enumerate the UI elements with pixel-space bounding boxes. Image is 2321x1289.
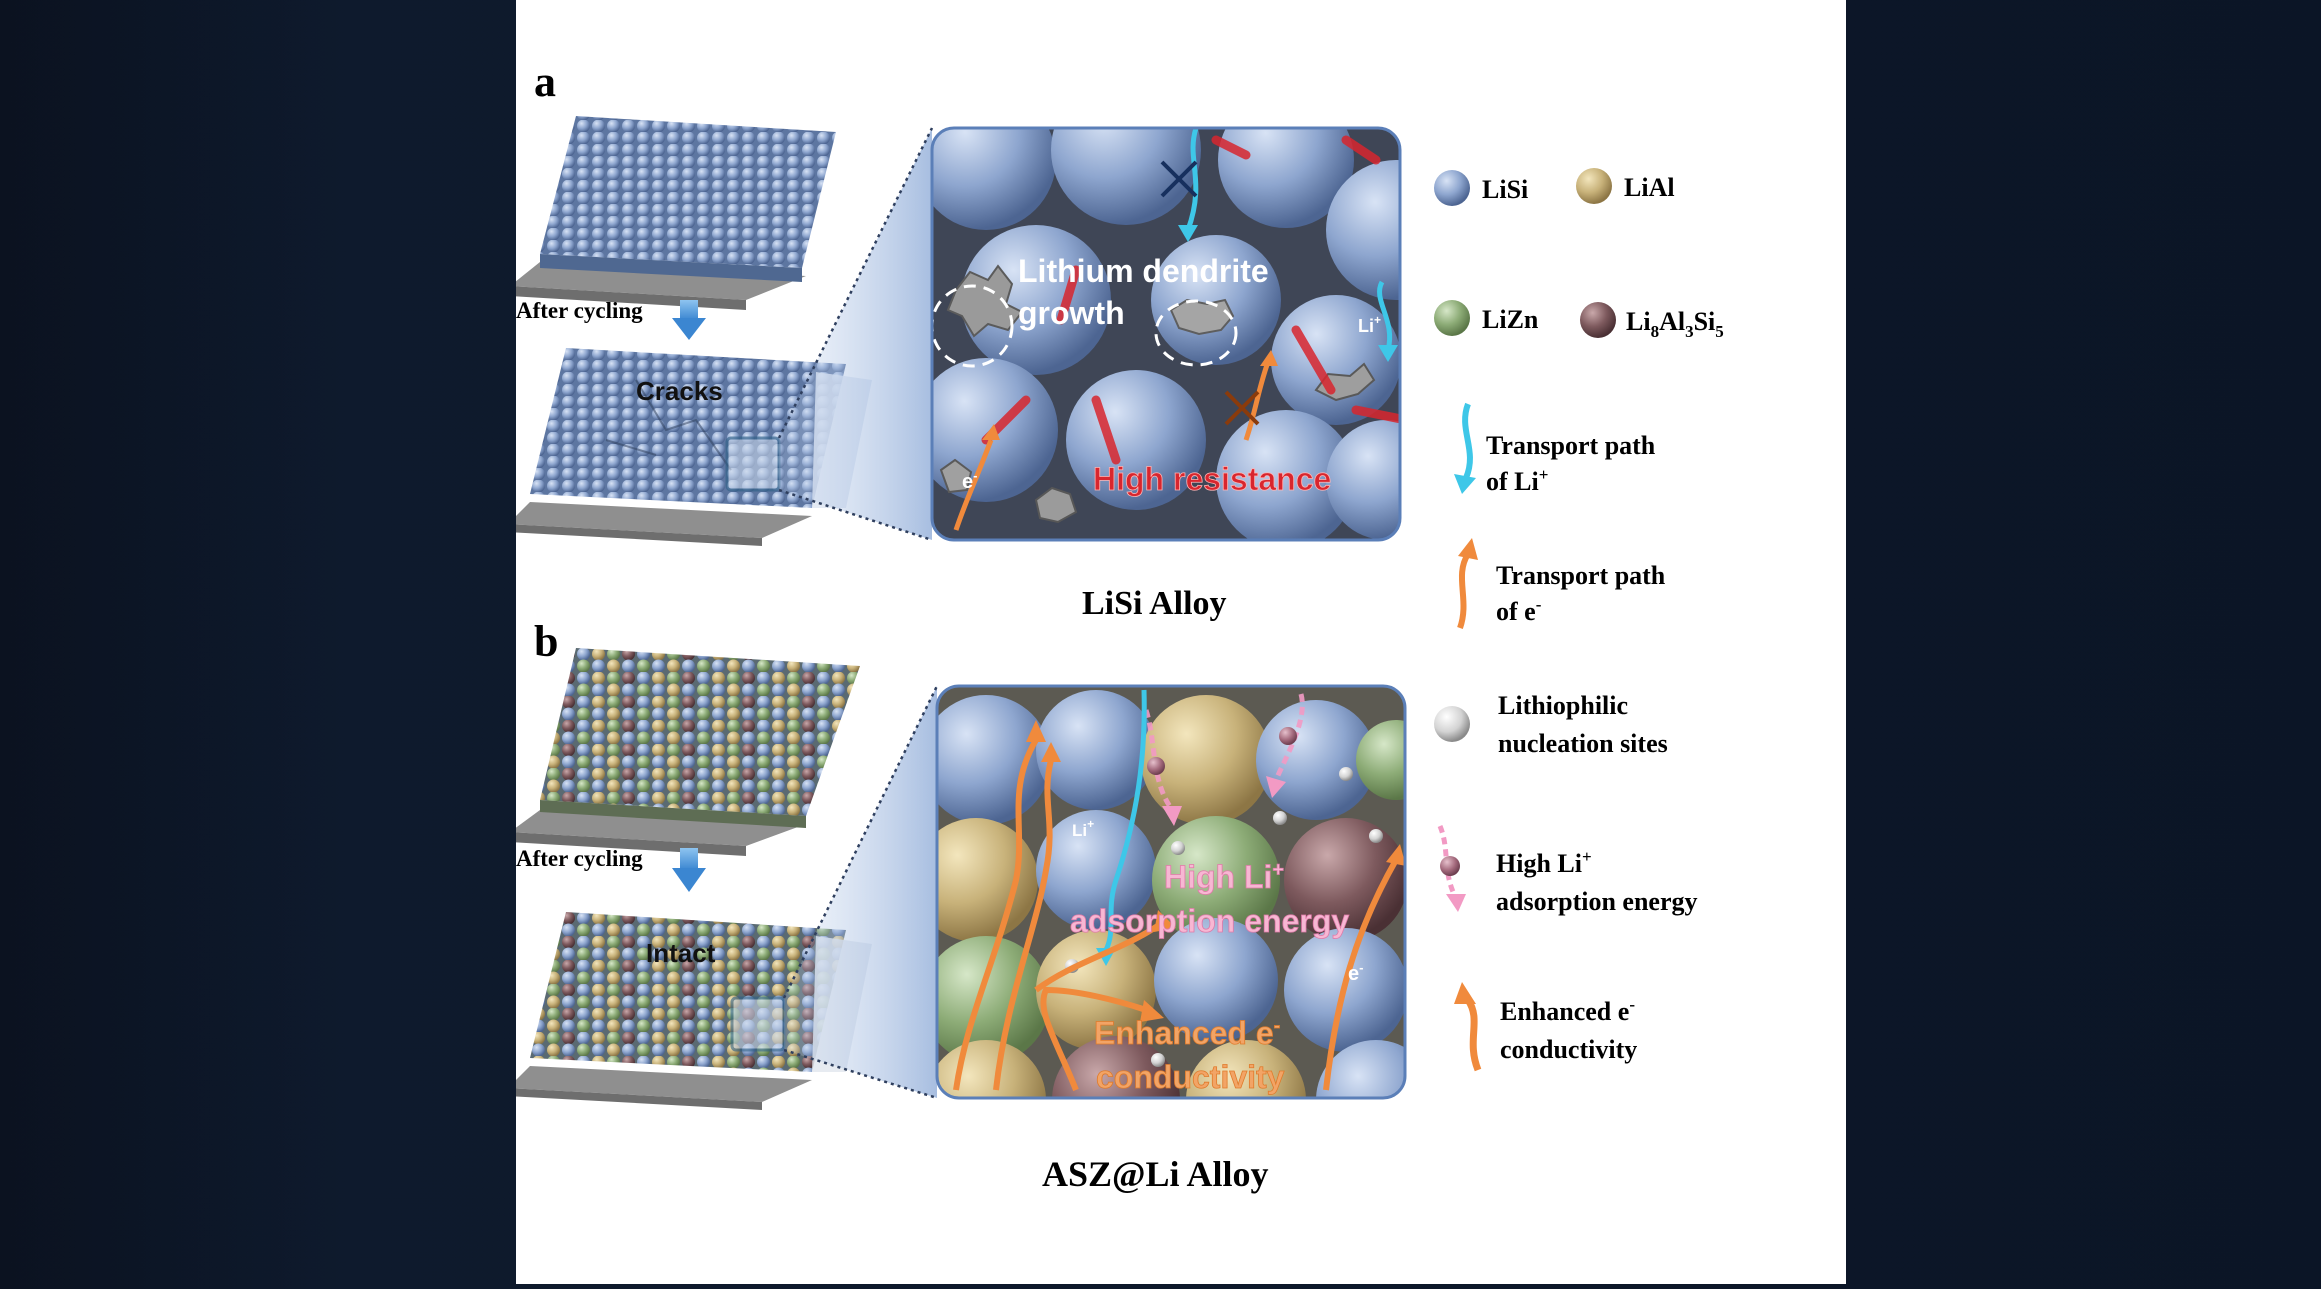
legend: LiSi LiAl LiZn Li8Al3Si5 Transport path … xyxy=(1434,168,1724,1072)
legend-lial-label: LiAl xyxy=(1624,173,1675,202)
intact-label: Intact xyxy=(646,938,716,968)
legend-lisi-label: LiSi xyxy=(1482,175,1528,204)
e-label-b: e- xyxy=(1348,960,1363,985)
legend-adsorption-line2: adsorption energy xyxy=(1496,887,1698,916)
lisi-slab-pristine xyxy=(510,116,836,310)
blocked-x-e xyxy=(1224,390,1260,426)
legend-adsorption-line1: High Li+ xyxy=(1496,847,1592,878)
legend-li8al3si5-label: Li8Al3Si5 xyxy=(1626,307,1724,341)
e-label-a: e- xyxy=(962,468,977,493)
legend-lisi-swatch xyxy=(1434,170,1470,206)
legend-lizn-label: LiZn xyxy=(1482,305,1539,334)
legend-li8al3si5-swatch xyxy=(1580,302,1616,338)
legend-e-path-line2: of e- xyxy=(1496,595,1542,626)
legend-lizn-swatch xyxy=(1434,300,1470,336)
legend-li-path-line2: of Li+ xyxy=(1486,465,1548,496)
crack-marks xyxy=(981,135,1400,465)
zoom-cone-b xyxy=(784,686,937,1098)
panel-a-letter: a xyxy=(534,57,556,106)
asz-slab-pristine xyxy=(510,648,860,856)
blocked-x-li xyxy=(1160,160,1198,198)
after-cycling-label-b: After cycling xyxy=(516,846,643,871)
li-path-b xyxy=(1103,689,1147,952)
conductivity-label-line2: conductivity xyxy=(1096,1059,1285,1095)
adsorption-label-line2: adsorption energy xyxy=(1070,903,1349,939)
legend-lial-swatch xyxy=(1576,168,1612,204)
conductivity-label-line1: Enhanced e- xyxy=(1094,1015,1280,1051)
panel-b-letter: b xyxy=(534,617,558,666)
li-label-b: Li+ xyxy=(1072,817,1094,840)
zoom-box-a xyxy=(725,436,781,492)
dendrite-label-line1: Lithium dendrite xyxy=(1018,253,1269,289)
legend-nucleation-swatch xyxy=(1434,706,1470,742)
li-label-a: Li+ xyxy=(1358,313,1381,336)
legend-li-path-line1: Transport path xyxy=(1486,431,1656,460)
adsorption-label-line1: High Li+ xyxy=(1164,859,1284,895)
caption-b: ASZ@Li Alloy xyxy=(1042,1154,1269,1194)
caption-a: LiSi Alloy xyxy=(1082,585,1227,622)
zoom-box-b xyxy=(730,996,786,1052)
e-path-a xyxy=(953,439,994,531)
legend-nucleation-line1: Lithiophilic xyxy=(1498,691,1628,720)
after-cycling-label-a: After cycling xyxy=(516,298,643,323)
zoom-panel-b xyxy=(937,686,1405,1098)
legend-enhanced-line2: conductivity xyxy=(1500,1035,1637,1064)
figure-slide: a After cycling Cracks xyxy=(508,0,1846,1284)
e-path-network-b xyxy=(953,738,1399,1092)
legend-nucleation-line2: nucleation sites xyxy=(1498,729,1668,758)
li-path-a xyxy=(1185,128,1199,231)
high-resistance-label: High resistance xyxy=(1093,461,1331,497)
down-arrow-a xyxy=(672,300,706,340)
legend-e-path-line1: Transport path xyxy=(1496,561,1666,590)
down-arrow-b xyxy=(672,848,706,892)
cracks-label: Cracks xyxy=(636,376,723,406)
legend-enhanced-line1: Enhanced e- xyxy=(1500,995,1635,1026)
zoom-cone-a xyxy=(779,128,932,540)
legend-li-path-icon xyxy=(1454,402,1476,494)
zoom-panel-a xyxy=(932,128,1400,540)
legend-enhanced-icon xyxy=(1454,982,1482,1072)
legend-adsorption-icon xyxy=(1437,825,1466,912)
figure-canvas: a After cycling Cracks xyxy=(508,57,1724,1194)
legend-e-path-icon xyxy=(1457,538,1478,630)
dendrite-label-line2: growth xyxy=(1018,295,1125,331)
